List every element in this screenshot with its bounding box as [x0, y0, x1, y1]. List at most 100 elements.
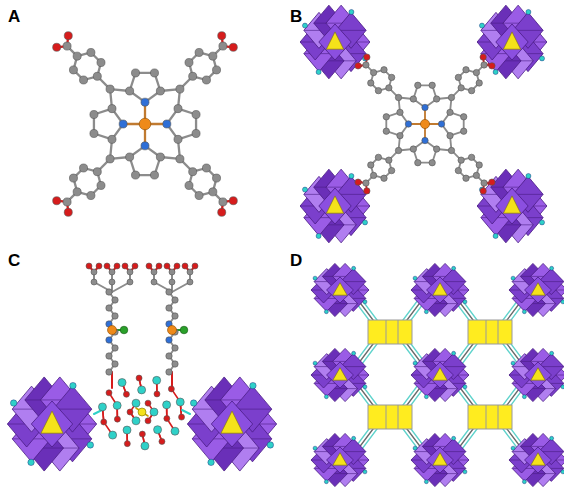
- tetrahedron: [326, 196, 343, 213]
- atom-ball: [118, 379, 126, 387]
- metal-ball: [526, 9, 531, 14]
- atom-ball: [455, 74, 461, 80]
- atom-ball: [172, 361, 178, 367]
- atom-ball: [192, 129, 200, 137]
- tetrahedron: [41, 411, 63, 433]
- polyoxometalate-cluster: [311, 433, 369, 486]
- atom-ball: [447, 109, 453, 115]
- atom-ball: [108, 326, 117, 335]
- atom-ball: [415, 160, 421, 166]
- metal-ball: [463, 470, 467, 474]
- atom-ball: [108, 105, 116, 113]
- panel-label: C: [8, 252, 20, 269]
- atom-ball: [151, 279, 157, 285]
- metal-ball: [526, 173, 531, 178]
- atom-ball: [476, 162, 482, 168]
- polyoxometalate-cluster: [411, 263, 469, 316]
- atom-ball: [364, 188, 370, 194]
- atom-ball: [104, 263, 110, 269]
- tetrahedron: [531, 453, 545, 465]
- linker-box-edge: [498, 405, 499, 429]
- atom-ball: [97, 181, 105, 189]
- atom-ball: [213, 174, 221, 182]
- atom-ball: [218, 208, 226, 216]
- atom-ball: [131, 171, 139, 179]
- atom-ball: [106, 289, 112, 295]
- atom-ball: [395, 94, 401, 100]
- atom-ball: [174, 105, 182, 113]
- atom-ball: [168, 326, 177, 335]
- tetrahedron: [333, 368, 347, 380]
- atom-ball: [73, 52, 81, 60]
- linker-box-edge: [398, 405, 399, 429]
- atom-ball: [154, 426, 162, 434]
- octahedron: [319, 24, 351, 60]
- atom-ball: [112, 361, 118, 367]
- atom-ball: [109, 279, 115, 285]
- atom-ball: [127, 409, 133, 415]
- atom-ball: [438, 121, 444, 127]
- atom-ball: [370, 172, 376, 178]
- tetrahedron: [333, 283, 347, 295]
- atom-ball: [172, 345, 178, 351]
- metal-ball: [550, 436, 554, 440]
- atom-ball: [151, 269, 157, 275]
- atom-ball: [91, 279, 97, 285]
- atom-ball: [480, 54, 486, 60]
- atom-ball: [166, 369, 172, 375]
- atom-ball: [481, 180, 487, 186]
- atom-ball: [176, 155, 184, 163]
- metal-ball: [10, 400, 16, 406]
- metal-ball: [550, 351, 554, 355]
- atom-ball: [114, 263, 120, 269]
- atom-ball: [169, 279, 175, 285]
- atom-ball: [375, 154, 381, 160]
- metal-ball: [313, 446, 317, 450]
- atom-ball: [53, 197, 61, 205]
- atom-ball: [108, 135, 116, 143]
- atom-ball: [98, 403, 106, 411]
- atom-ball: [64, 208, 72, 216]
- atom-ball: [383, 114, 389, 120]
- metal-ball: [550, 266, 554, 270]
- atom-ball: [355, 63, 361, 69]
- octahedron: [525, 447, 552, 473]
- atom-ball: [164, 416, 170, 422]
- atom-ball: [112, 313, 118, 319]
- atom-ball: [164, 263, 170, 269]
- atom-ball: [383, 128, 389, 134]
- octahedron: [327, 447, 354, 473]
- atom-ball: [132, 399, 140, 407]
- metal-ball: [352, 436, 356, 440]
- linker-box: [368, 320, 412, 344]
- polyoxometalate-cluster: [477, 169, 547, 243]
- atom-ball: [189, 72, 197, 80]
- atom-ball: [381, 67, 387, 73]
- atom-ball: [101, 419, 107, 425]
- atom-ball: [202, 76, 210, 84]
- metal-ball: [302, 187, 307, 192]
- tetrahedron: [221, 411, 243, 433]
- linker-box-edge: [498, 320, 499, 344]
- metal-ball: [511, 446, 515, 450]
- atom-ball: [363, 62, 369, 68]
- atom-ball: [90, 129, 98, 137]
- atom-ball: [473, 172, 479, 178]
- atom-ball: [63, 198, 71, 206]
- atom-ball: [126, 87, 134, 95]
- atom-ball: [415, 82, 421, 88]
- metal-ball: [352, 266, 356, 270]
- metal-ball: [190, 400, 196, 406]
- atom-ball: [138, 386, 146, 394]
- atom-ball: [176, 398, 184, 406]
- metal-ball: [511, 361, 515, 365]
- atom-ball: [145, 400, 151, 406]
- atom-ball: [136, 375, 142, 381]
- polyoxometalate-cluster: [411, 433, 469, 486]
- atom-ball: [195, 48, 203, 56]
- metal-ball: [313, 276, 317, 280]
- atom-ball: [202, 164, 210, 172]
- metal-ball: [522, 480, 526, 484]
- atom-ball: [447, 132, 453, 138]
